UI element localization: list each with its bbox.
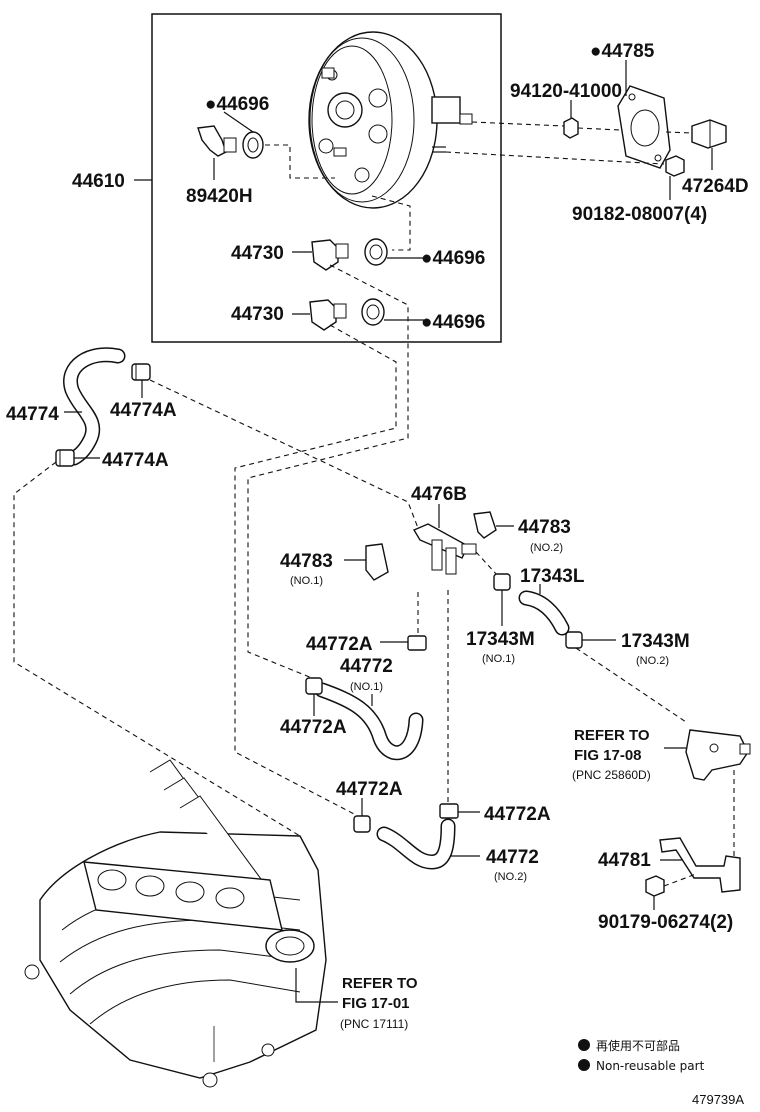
bracket-44783-no1[interactable] (365, 543, 389, 581)
sublabel-clamp-17343m-no2: (NO.2) (636, 655, 669, 667)
sublabel-bracket-44783-no1: (NO.1) (290, 575, 323, 587)
label-gasket-plate-44785: ●44785 (590, 41, 655, 62)
label-clamp-44772a-4: 44772A (484, 804, 551, 825)
label-hose-17343l: 17343L (520, 566, 585, 587)
grommet-44696-upper[interactable] (364, 238, 388, 266)
brake-booster[interactable] (308, 31, 473, 209)
label-hose-44772-no1: 44772 (340, 656, 393, 677)
clamp-44772a-3[interactable] (353, 815, 371, 833)
legend-bullet-jp (578, 1039, 590, 1051)
gasket-plate-44785[interactable] (617, 85, 671, 169)
grommet-44696-lower[interactable] (361, 298, 385, 326)
ref-fig1708-line1: REFER TO (574, 727, 650, 744)
sublabel-hose-44772-no1: (NO.1) (350, 681, 383, 693)
label-hose-44772-no2: 44772 (486, 847, 539, 868)
label-clamp-44772a-1: 44772A (306, 634, 373, 655)
check-valve-44730-lower[interactable] (309, 299, 347, 331)
sublabel-clamp-17343m-no1: (NO.1) (482, 653, 515, 665)
clevis-47264d[interactable] (691, 119, 727, 149)
label-clamp-44774a-bottom: 44774A (102, 450, 169, 471)
clamp-44772a-4[interactable] (439, 803, 459, 819)
figure-id: 479739A (692, 1092, 744, 1107)
label-nut-90182: 90182-08007(4) (572, 204, 707, 225)
clamp-44772a-2[interactable] (305, 677, 323, 695)
bracket-44783-no2[interactable] (473, 511, 497, 539)
label-grommet-44696-top: ●44696 (205, 94, 269, 115)
ref-fig1708-line2: FIG 17-08 (574, 747, 642, 764)
ref-fig1701-line2: FIG 17-01 (342, 995, 410, 1012)
legend-text-jp: 再使用不可部品 (596, 1038, 680, 1053)
label-clamp-44774a-top: 44774A (110, 400, 177, 421)
sublabel-bracket-44783-no2: (NO.2) (530, 542, 563, 554)
nut-90182[interactable] (665, 155, 685, 177)
label-hose-44774: 44774 (6, 404, 59, 425)
clamp-44774a-top[interactable] (131, 363, 151, 381)
bolt-90179[interactable] (645, 875, 665, 897)
bracket-44781[interactable] (659, 837, 741, 893)
label-clamp-44772a-2: 44772A (280, 717, 347, 738)
label-booster-44610: 44610 (72, 171, 125, 192)
hose-17343l[interactable] (518, 590, 570, 636)
label-bolt-90179: 90179-06274(2) (598, 912, 733, 933)
label-union-4476b: 4476B (411, 484, 467, 505)
label-check-valve-44730-upper: 44730 (231, 243, 284, 264)
label-bracket-44783-no1: 44783 (280, 551, 333, 572)
label-sensor-89420h: 89420H (186, 186, 253, 207)
grommet-44696-top[interactable] (242, 131, 264, 159)
label-grommet-44696-lower: ●44696 (421, 312, 485, 333)
clamp-44774a-bottom[interactable] (55, 449, 75, 467)
label-clamp-17343m-no2: 17343M (621, 631, 690, 652)
label-clamp-44772a-3: 44772A (336, 779, 403, 800)
legend-bullet-en (578, 1059, 590, 1071)
hose-44772-no2[interactable] (376, 818, 456, 870)
label-clevis-47264d: 47264D (682, 176, 749, 197)
label-bracket-44783-no2: 44783 (518, 517, 571, 538)
ref-fig1701-line3: (PNC 17111) (340, 1017, 408, 1031)
clamp-17343m-no2[interactable] (565, 631, 583, 649)
label-nut-94120: 94120-41000 (510, 81, 622, 102)
clamp-44772a-1[interactable] (407, 635, 427, 651)
sublabel-hose-44772-no2: (NO.2) (494, 871, 527, 883)
label-clamp-17343m-no1: 17343M (466, 629, 535, 650)
union-4476b[interactable] (412, 523, 477, 575)
booster-group-frame (151, 13, 502, 343)
ref-fig1701-line1: REFER TO (342, 975, 418, 992)
ref-component-fig-17-08[interactable] (685, 729, 751, 781)
hose-44774[interactable] (63, 347, 126, 466)
intake-manifold[interactable] (24, 759, 327, 1088)
label-check-valve-44730-lower: 44730 (231, 304, 284, 325)
check-valve-44730-upper[interactable] (311, 239, 349, 271)
legend-text-en: Non-reusable part (596, 1059, 705, 1073)
label-bracket-44781: 44781 (598, 850, 651, 871)
clamp-17343m-no1[interactable] (493, 573, 511, 591)
ref-fig1708-line3: (PNC 25860D) (572, 768, 651, 782)
hose-44772-no1[interactable] (314, 682, 424, 761)
label-grommet-44696-upper: ●44696 (421, 248, 485, 269)
vacuum-sensor-89420h[interactable] (197, 125, 237, 157)
nut-94120[interactable] (563, 117, 579, 139)
